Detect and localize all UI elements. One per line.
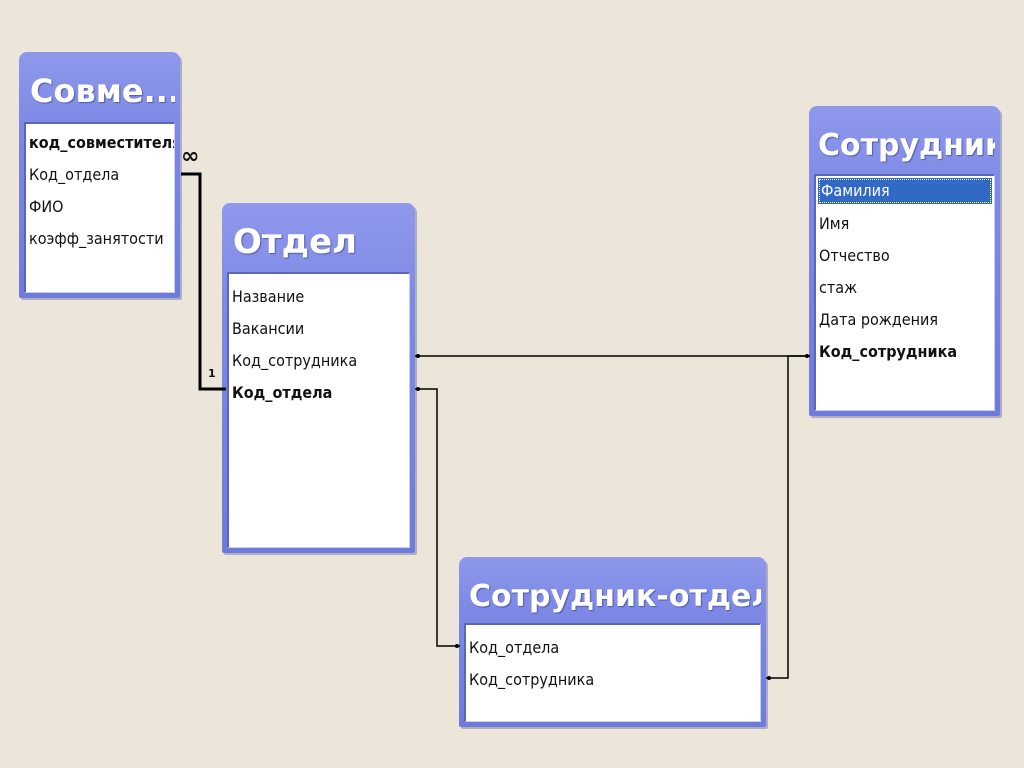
field-item[interactable]: Код_сотрудника (469, 670, 595, 689)
many-cardinality-label: ∞ (181, 144, 200, 169)
field-item[interactable]: Код_сотрудника (819, 342, 958, 361)
relation-otdel-sotr-otdel[interactable] (415, 388, 460, 647)
field-item[interactable]: Имя (819, 214, 850, 233)
field-list[interactable]: Код_отдела Код_сотрудника (464, 623, 761, 722)
field-item[interactable]: стаж (819, 278, 858, 297)
field-item[interactable]: Код_отдела (29, 165, 120, 184)
relation-sovm-otdel[interactable] (181, 172, 226, 391)
field-item[interactable]: Название (232, 287, 305, 306)
field-item[interactable]: Вакансии (232, 319, 305, 338)
field-item[interactable]: ФИО (29, 197, 64, 216)
field-item[interactable]: Код_сотрудника (232, 351, 358, 370)
field-item-selected[interactable]: Фамилия (818, 178, 992, 204)
relation-sotr-otdel-sotrudnik[interactable] (766, 355, 810, 679)
table-title[interactable]: Отдел (233, 222, 358, 262)
field-list[interactable]: код_совместителя Код_отдела ФИО коэфф_за… (24, 122, 175, 293)
table-sotrudnik-otdel[interactable]: Сотрудник-отдел Код_отдела Код_сотрудник… (459, 557, 766, 727)
field-item[interactable]: код_совместителя (29, 133, 174, 152)
field-list[interactable]: Фамилия Имя Отчество стаж Дата рождения … (814, 174, 995, 411)
field-list[interactable]: Название Вакансии Код_сотрудника Код_отд… (227, 272, 410, 548)
field-item[interactable]: Дата рождения (819, 310, 938, 329)
field-item[interactable]: Отчество (819, 246, 890, 265)
connector-dot (767, 676, 771, 680)
table-title[interactable]: Сотрудник (818, 128, 995, 163)
table-sotrudnik[interactable]: Сотрудник Фамилия Имя Отчество стаж Дата… (809, 106, 1000, 416)
table-sovm[interactable]: Совме... код_совместителя Код_отдела ФИО… (19, 52, 180, 298)
one-cardinality-label: 1 (208, 367, 216, 380)
table-title[interactable]: Совме... (30, 72, 175, 110)
field-item[interactable]: коэфф_занятости (29, 229, 164, 248)
connector-dot (416, 387, 420, 391)
field-item[interactable]: Код_отдела (232, 383, 333, 402)
table-otdel[interactable]: Отдел Название Вакансии Код_сотрудника К… (222, 203, 415, 553)
field-item[interactable]: Код_отдела (469, 638, 560, 657)
table-title[interactable]: Сотрудник-отдел (469, 579, 761, 614)
connector-dot (416, 354, 420, 358)
